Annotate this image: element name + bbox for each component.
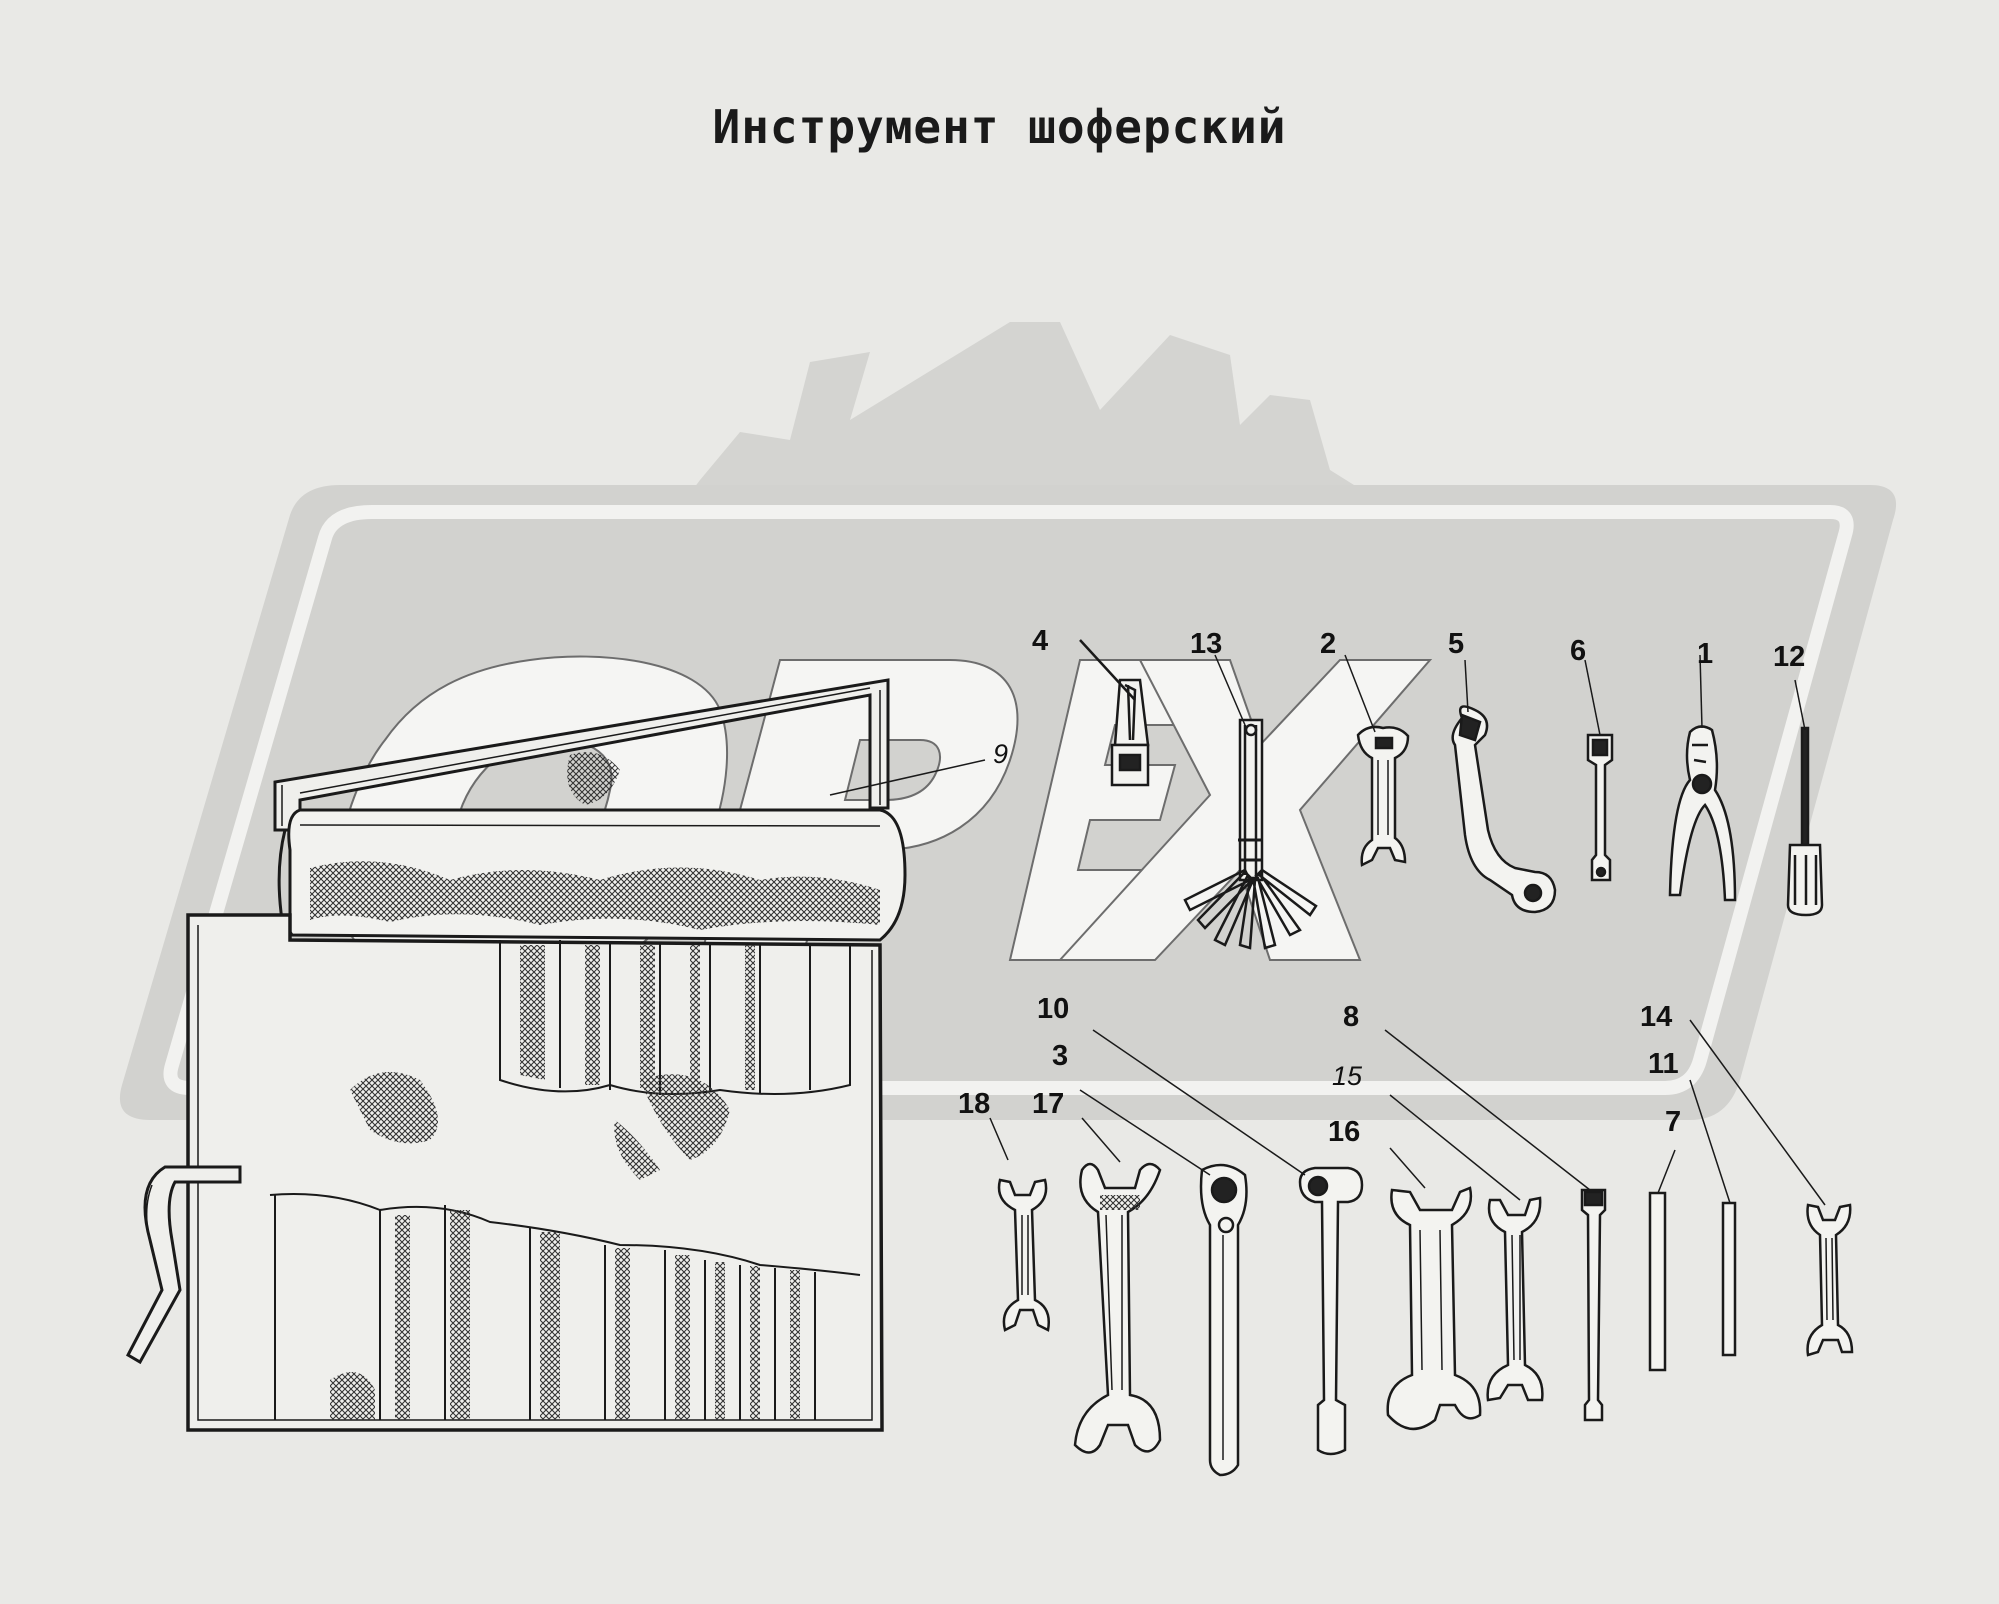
tool-16-wrench: [1386, 1147, 1482, 1430]
tool-11-rod: [1689, 1079, 1737, 1357]
callout-18: 18: [958, 1088, 991, 1120]
callout-5: 5: [1448, 628, 1465, 660]
callout-2: 2: [1320, 628, 1337, 660]
page-title: Инструмент шоферский: [712, 100, 1287, 154]
callout-12: 12: [1773, 641, 1806, 673]
callout-1: 1: [1697, 638, 1714, 670]
tool-roll: [126, 678, 986, 1432]
callout-11: 11: [1648, 1048, 1679, 1080]
callout-17: 17: [1032, 1088, 1065, 1120]
tool-14-wrench: [1689, 1019, 1854, 1357]
callout-10: 10: [1037, 993, 1070, 1025]
tool-8-socket-rod: [1384, 1029, 1607, 1422]
callout-6: 6: [1570, 635, 1587, 667]
tool-18-wrench: [989, 1117, 1050, 1332]
tool-roll-flap: [273, 678, 890, 832]
callout-4: 4: [1032, 625, 1049, 657]
top-tools: [1079, 639, 1824, 950]
tool-3-ring-wrench: [1079, 1089, 1248, 1477]
callout-15: 15: [1332, 1061, 1363, 1091]
tool-5-crank-wrench: [1451, 659, 1557, 914]
leader-9: [829, 759, 986, 796]
tool-7-rod: [1648, 1149, 1676, 1372]
tool-10-socket-wrench: [1092, 1029, 1364, 1456]
tool-1-pliers: [1668, 654, 1737, 902]
bottom-tools: [989, 1019, 1854, 1477]
callout-13: 13: [1190, 628, 1223, 660]
callout-9: 9: [993, 739, 1009, 769]
tool-17-wrench: [1073, 1117, 1162, 1454]
tool-2-wrench: [1344, 654, 1410, 867]
tool-4-socket: [1079, 639, 1150, 787]
tool-15-wrench: [1389, 1094, 1544, 1402]
lower-pockets: [269, 1193, 861, 1420]
callout-16: 16: [1328, 1116, 1361, 1148]
tool-6-socket-wrench: [1584, 659, 1614, 882]
callout-3: 3: [1052, 1040, 1069, 1072]
tool-13-feeler-gauge: [1183, 654, 1318, 950]
callout-7: 7: [1665, 1106, 1682, 1138]
watermark-frame-inner: [163, 505, 1854, 1095]
callout-8: 8: [1343, 1001, 1360, 1033]
tool-12-screwdriver: [1786, 679, 1824, 917]
tool-roll-panel: [186, 913, 884, 1432]
callout-14: 14: [1640, 1001, 1673, 1033]
tool-roll-tie: [126, 1165, 242, 1365]
